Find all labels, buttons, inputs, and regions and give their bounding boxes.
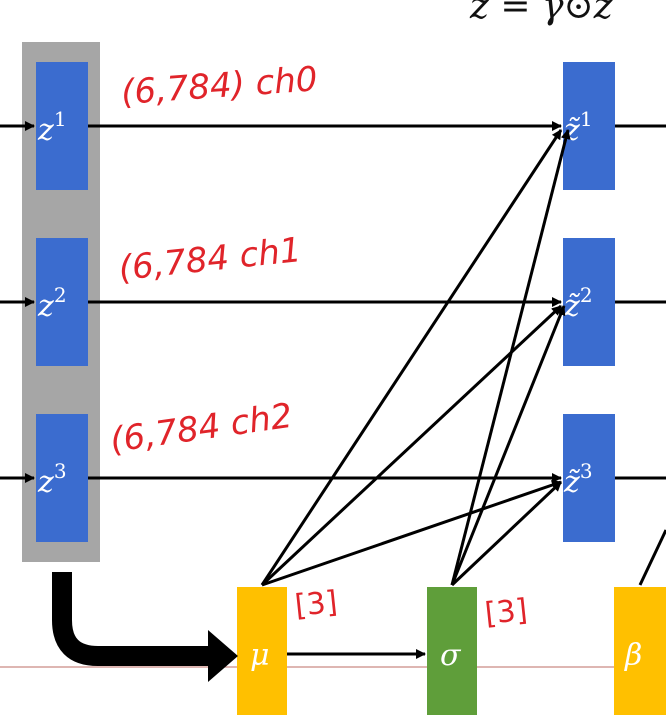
mu-to-z1-arrow bbox=[260, 129, 563, 586]
sigma-label: σ bbox=[440, 638, 462, 673]
sigma-box bbox=[427, 587, 477, 715]
output-box-z2 bbox=[563, 238, 615, 366]
mu-label: μ bbox=[250, 638, 270, 673]
input-to-mu-arrowhead bbox=[208, 630, 238, 682]
beta-to-output-line bbox=[638, 529, 666, 586]
mu-box bbox=[237, 587, 287, 715]
beta-box bbox=[614, 587, 666, 715]
input-label-z3: z3 bbox=[37, 459, 67, 500]
input-box-z1 bbox=[36, 62, 88, 190]
annotation-ch2: (6,784 ch2 bbox=[108, 396, 295, 461]
output-box-z1 bbox=[563, 62, 615, 190]
mu-to-z3-arrow bbox=[261, 480, 562, 587]
sigma-to-z1-arrow bbox=[450, 129, 571, 586]
input-box-z3 bbox=[36, 414, 88, 542]
annotation-sigma-shape: [3] bbox=[483, 593, 529, 632]
equation-text: z̃ = γ⊙z bbox=[469, 0, 614, 27]
output-label-z3: z̃3 bbox=[563, 459, 593, 500]
input-box-z2 bbox=[36, 238, 88, 366]
mu-to-z2-arrow bbox=[260, 304, 563, 587]
sigma-to-z2-arrow bbox=[450, 305, 566, 586]
output-box-z3 bbox=[563, 414, 615, 542]
output-label-z2: z̃2 bbox=[563, 283, 593, 324]
annotation-mu-shape: [3] bbox=[293, 585, 339, 624]
annotation-ch1: (6,784 ch1 bbox=[117, 230, 303, 289]
input-to-mu-arrow bbox=[52, 572, 212, 666]
input-label-z2: z2 bbox=[37, 283, 67, 324]
annotation-ch0: (6,784) ch0 bbox=[120, 59, 319, 113]
beta-label: β bbox=[624, 638, 642, 673]
sigma-to-z3-arrow bbox=[450, 480, 563, 587]
input-label-z1: z1 bbox=[37, 107, 67, 148]
